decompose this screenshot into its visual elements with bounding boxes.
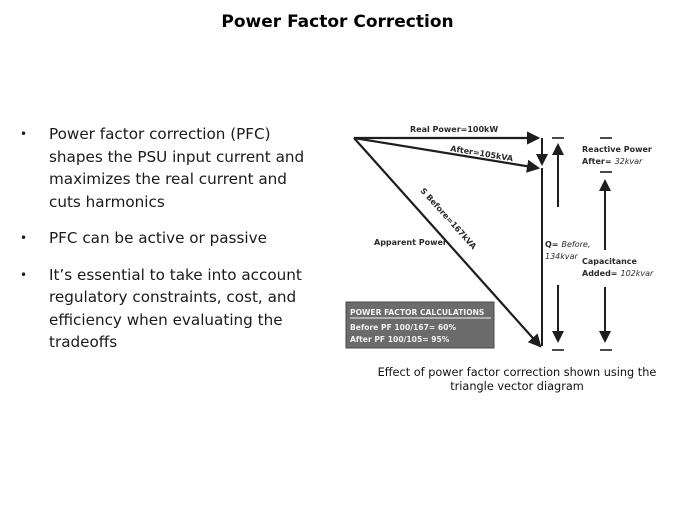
bullet-text: Power factor correction (PFC) shapes the… (49, 125, 305, 211)
q-before-value-1: Before, (562, 240, 591, 249)
reactive-after-prefix: After= (582, 157, 612, 166)
apparent-power-before-vector (353, 137, 542, 348)
power-triangle-diagram: Real Power=100kW After=105kVA S Before=1… (345, 125, 654, 351)
reactive-power-label: Reactive Power (582, 145, 652, 154)
pf-after-line: After PF 100/105= 95% (350, 335, 450, 344)
capacitance-label: Capacitance (582, 257, 638, 266)
slide-title: Power Factor Correction (221, 12, 454, 32)
pf-before-line: Before PF 100/167= 60% (350, 323, 456, 332)
bullet-marker: • (20, 267, 28, 282)
bullet-text: PFC can be active or passive (49, 229, 267, 247)
bullet-marker: • (20, 127, 28, 141)
capacitance-added-prefix: Added= (582, 269, 618, 278)
bullet-marker: • (20, 231, 28, 245)
bullet-item: • PFC can be active or passive (20, 227, 320, 250)
reactive-after-label: After=32kvar (582, 157, 643, 166)
bullet-item: • Power factor correction (PFC) shapes th… (20, 123, 320, 213)
q-before-prefix: Q= (545, 240, 559, 249)
bullet-text: It’s essential to take into account regu… (49, 265, 302, 352)
apparent-power-after-vector (353, 136, 541, 173)
diagram-caption: Effect of power factor correction shown … (377, 366, 657, 393)
q-before-value-2: 134kvar (545, 252, 579, 261)
reactive-after-value: 32kvar (615, 157, 643, 166)
after-apparent-label: After=105kVA (450, 144, 515, 163)
q-before-label: Q=Before, (545, 240, 590, 249)
bullet-item: • It’s essential to take into account reg… (20, 264, 320, 354)
capacitance-added-label: Added=102kvar (582, 269, 654, 278)
pf-calculations-title: POWER FACTOR CALCULATIONS (350, 308, 484, 317)
real-power-label: Real Power=100kW (410, 125, 498, 134)
apparent-power-label: Apparent Power (374, 238, 447, 247)
bullet-list: • Power factor correction (PFC) shapes th… (20, 123, 320, 368)
capacitance-added-value: 102kvar (621, 269, 655, 278)
pf-calculations-box: POWER FACTOR CALCULATIONS Before PF 100/… (345, 301, 495, 349)
pf-calculations-box-bg (345, 301, 495, 349)
